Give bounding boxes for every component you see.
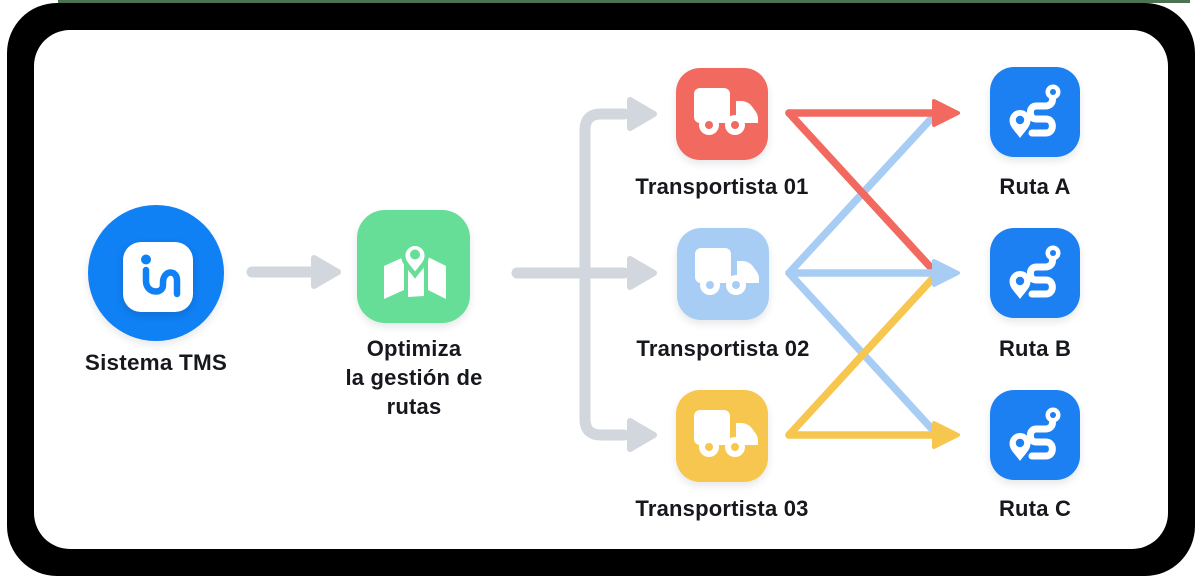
arrow-to-carrier-2-head: [627, 256, 657, 290]
top-border-sliver: [58, 0, 1190, 3]
node-label-ruta-b: Ruta B: [998, 336, 1072, 361]
in-logo-icon: [141, 254, 181, 298]
node-transportista-01: [676, 68, 768, 160]
optimiza-line-2: la gestión de: [345, 365, 483, 390]
arrow-to-carrier-3-head: [627, 418, 657, 452]
connection-ruta-c-head: [932, 421, 960, 449]
connection-ruta-a-head: [932, 99, 960, 127]
arrow-tms-to-optimize-head: [311, 255, 341, 289]
arrow-branch-down: [579, 267, 630, 441]
truck-icon: [694, 410, 758, 457]
truck-icon: [695, 248, 759, 295]
truck-icon: [694, 88, 758, 135]
arrow-to-carrier-1-head: [627, 97, 657, 131]
node-label-transportista-03: Transportista 03: [635, 496, 809, 521]
node-ruta-b: [990, 228, 1080, 318]
node-label-ruta-a: Ruta A: [999, 174, 1071, 199]
connection-transportista-02-ruta-c: [785, 269, 935, 432]
carrier-2-diagonals: [785, 116, 935, 432]
optimiza-line-3: rutas: [386, 394, 442, 419]
node-transportista-03: [676, 390, 768, 482]
connection-transportista-02-ruta-a: [785, 116, 934, 277]
node-label-sistema-tms: Sistema TMS: [84, 350, 228, 375]
optimiza-line-1: Optimiza: [366, 336, 462, 361]
connection-transportista-01-ruta-b: [785, 109, 938, 275]
node-label-optimiza: Optimiza la gestión de rutas: [304, 334, 524, 421]
node-sistema-tms: [88, 205, 224, 341]
connection-transportista-03-ruta-b: [785, 273, 938, 439]
node-optimiza: [357, 210, 470, 323]
gray-arrows: [246, 97, 657, 452]
node-transportista-02: [677, 228, 769, 320]
node-ruta-a: [990, 67, 1080, 157]
carrier-3-connections: [785, 273, 960, 449]
node-label-ruta-c: Ruta C: [998, 496, 1072, 521]
node-label-transportista-02: Transportista 02: [636, 336, 810, 361]
map-pin-icon: [384, 241, 446, 299]
route-icon: [1009, 84, 1061, 138]
node-label-transportista-01: Transportista 01: [635, 174, 809, 199]
arrow-branch-up: [579, 108, 630, 279]
connection-ruta-b-head: [932, 259, 960, 287]
route-icon: [1009, 407, 1061, 461]
carrier-1-connections: [785, 99, 960, 275]
tms-logo-badge: [123, 242, 193, 312]
route-icon: [1009, 245, 1061, 299]
node-ruta-c: [990, 390, 1080, 480]
carrier-2-horizontal: [785, 259, 960, 287]
